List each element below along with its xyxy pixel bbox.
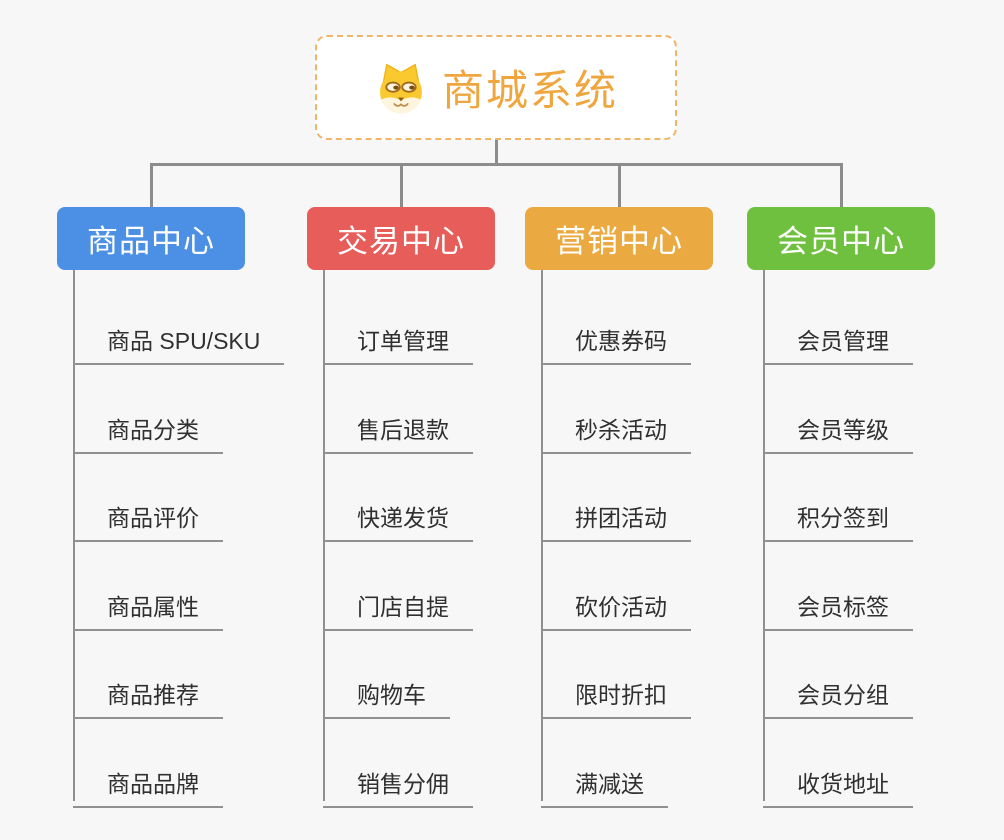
leaf-node[interactable]: 会员分组 — [763, 666, 913, 719]
branch-node-marketing-center[interactable]: 营销中心 — [525, 207, 713, 270]
leaf-node-label: 售后退款 — [357, 417, 449, 443]
leaf-node[interactable]: 商品推荐 — [73, 666, 223, 719]
branch-spine-marketing-center — [541, 270, 543, 801]
leaf-node[interactable]: 门店自提 — [323, 578, 473, 631]
branch-node-label: 会员中心 — [777, 224, 905, 259]
leaf-node-label: 会员等级 — [797, 417, 889, 443]
leaf-node-label: 限时折扣 — [575, 682, 667, 708]
leaf-node[interactable]: 售后退款 — [323, 401, 473, 454]
branch-node-product-center[interactable]: 商品中心 — [57, 207, 245, 270]
leaf-node-label: 商品分类 — [107, 417, 199, 443]
leaf-node-label: 秒杀活动 — [575, 417, 667, 443]
branch-node-member-center[interactable]: 会员中心 — [747, 207, 935, 270]
leaf-node-label: 订单管理 — [357, 328, 449, 354]
leaf-node-label: 商品 SPU/SKU — [107, 328, 261, 354]
leaf-node-label: 商品品牌 — [107, 771, 199, 797]
leaf-node[interactable]: 收货地址 — [763, 755, 913, 808]
leaf-node-label: 商品评价 — [107, 505, 199, 531]
leaf-node-label: 收货地址 — [797, 771, 889, 797]
leaf-node-label: 拼团活动 — [575, 505, 667, 531]
branch-spine-member-center — [763, 270, 765, 801]
leaf-node[interactable]: 商品品牌 — [73, 755, 223, 808]
leaf-node[interactable]: 拼团活动 — [541, 489, 691, 542]
leaf-node-label: 积分签到 — [797, 505, 889, 531]
leaf-node-label: 商品属性 — [107, 594, 199, 620]
leaf-node-label: 会员分组 — [797, 682, 889, 708]
leaf-node[interactable]: 商品分类 — [73, 401, 223, 454]
root-topic-node[interactable]: 商城系统 — [315, 35, 677, 140]
leaf-node[interactable]: 会员标签 — [763, 578, 913, 631]
branch-node-label: 商品中心 — [87, 224, 215, 259]
leaf-node-label: 购物车 — [357, 682, 426, 708]
leaf-node-label: 门店自提 — [357, 594, 449, 620]
leaf-node[interactable]: 购物车 — [323, 666, 450, 719]
leaf-node[interactable]: 快递发货 — [323, 489, 473, 542]
leaf-node[interactable]: 秒杀活动 — [541, 401, 691, 454]
branch-spine-product-center — [73, 270, 75, 801]
connector-drop-member-center — [839, 163, 843, 207]
leaf-node[interactable]: 商品属性 — [73, 578, 223, 631]
branch-spine-trade-center — [323, 270, 325, 801]
leaf-node[interactable]: 会员等级 — [763, 401, 913, 454]
connector-drop-trade-center — [399, 163, 403, 207]
connector-drop-marketing-center — [617, 163, 621, 207]
leaf-node-label: 商品推荐 — [107, 682, 199, 708]
leaf-node[interactable]: 会员管理 — [763, 312, 913, 365]
leaf-node[interactable]: 砍价活动 — [541, 578, 691, 631]
leaf-node[interactable]: 积分签到 — [763, 489, 913, 542]
leaf-node-label: 优惠券码 — [575, 328, 667, 354]
leaf-node-label: 满减送 — [575, 771, 644, 797]
root-connector-stub — [494, 140, 498, 166]
leaf-node-label: 销售分佣 — [357, 771, 449, 797]
leaf-node[interactable]: 优惠券码 — [541, 312, 691, 365]
leaf-node[interactable]: 满减送 — [541, 755, 668, 808]
leaf-node[interactable]: 订单管理 — [323, 312, 473, 365]
leaf-node[interactable]: 销售分佣 — [323, 755, 473, 808]
branch-node-label: 营销中心 — [555, 224, 683, 259]
leaf-node[interactable]: 限时折扣 — [541, 666, 691, 719]
connector-drop-product-center — [149, 163, 153, 207]
branch-node-trade-center[interactable]: 交易中心 — [307, 207, 495, 270]
connector-bus — [149, 163, 843, 166]
dog-face-icon — [374, 62, 428, 114]
leaf-node-label: 会员管理 — [797, 328, 889, 354]
leaf-node-label: 快递发货 — [357, 505, 449, 531]
leaf-node-label: 会员标签 — [797, 594, 889, 620]
leaf-node[interactable]: 商品评价 — [73, 489, 223, 542]
leaf-node[interactable]: 商品 SPU/SKU — [73, 312, 285, 365]
root-topic-label: 商城系统 — [441, 67, 618, 114]
branch-node-label: 交易中心 — [337, 224, 465, 259]
leaf-node-label: 砍价活动 — [575, 594, 667, 620]
